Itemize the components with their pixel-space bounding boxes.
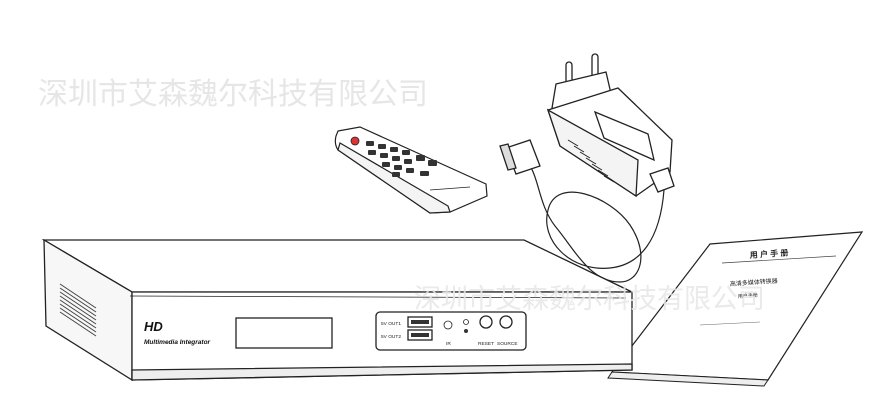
ir-label: IR [446,341,451,347]
reset-label: RESET [478,341,494,347]
source-button-icon [499,315,513,329]
multimedia-device [41,238,633,382]
vent-grille [59,283,97,337]
manual-line1: 高清多媒体转换器 [730,277,778,288]
display-window [235,317,333,349]
power-adapter-icon [499,53,675,283]
manual-line2: 用户手册 [738,292,758,300]
port2-label: 5V OUT2 [381,334,401,340]
device-model: HD [144,319,163,334]
device-subtitle: Multimedia Integrator [144,339,211,346]
remote-control-icon [334,126,488,214]
user-manual: 用 户 手 册 高清多媒体转换器 用户手册 [607,231,864,387]
watermark-top: 深圳市艾森魏尔科技有限公司 [38,77,428,112]
led-indicator [463,319,469,325]
ir-sensor-icon [443,320,453,330]
port1-label: 5V OUT1 [381,321,401,327]
source-label: SOURCE [497,341,518,347]
manual-title: 用 户 手 册 [748,247,788,260]
watermark-bottom: 深圳市艾森魏尔科技有限公司 [414,284,765,315]
reset-button-icon [479,315,493,329]
